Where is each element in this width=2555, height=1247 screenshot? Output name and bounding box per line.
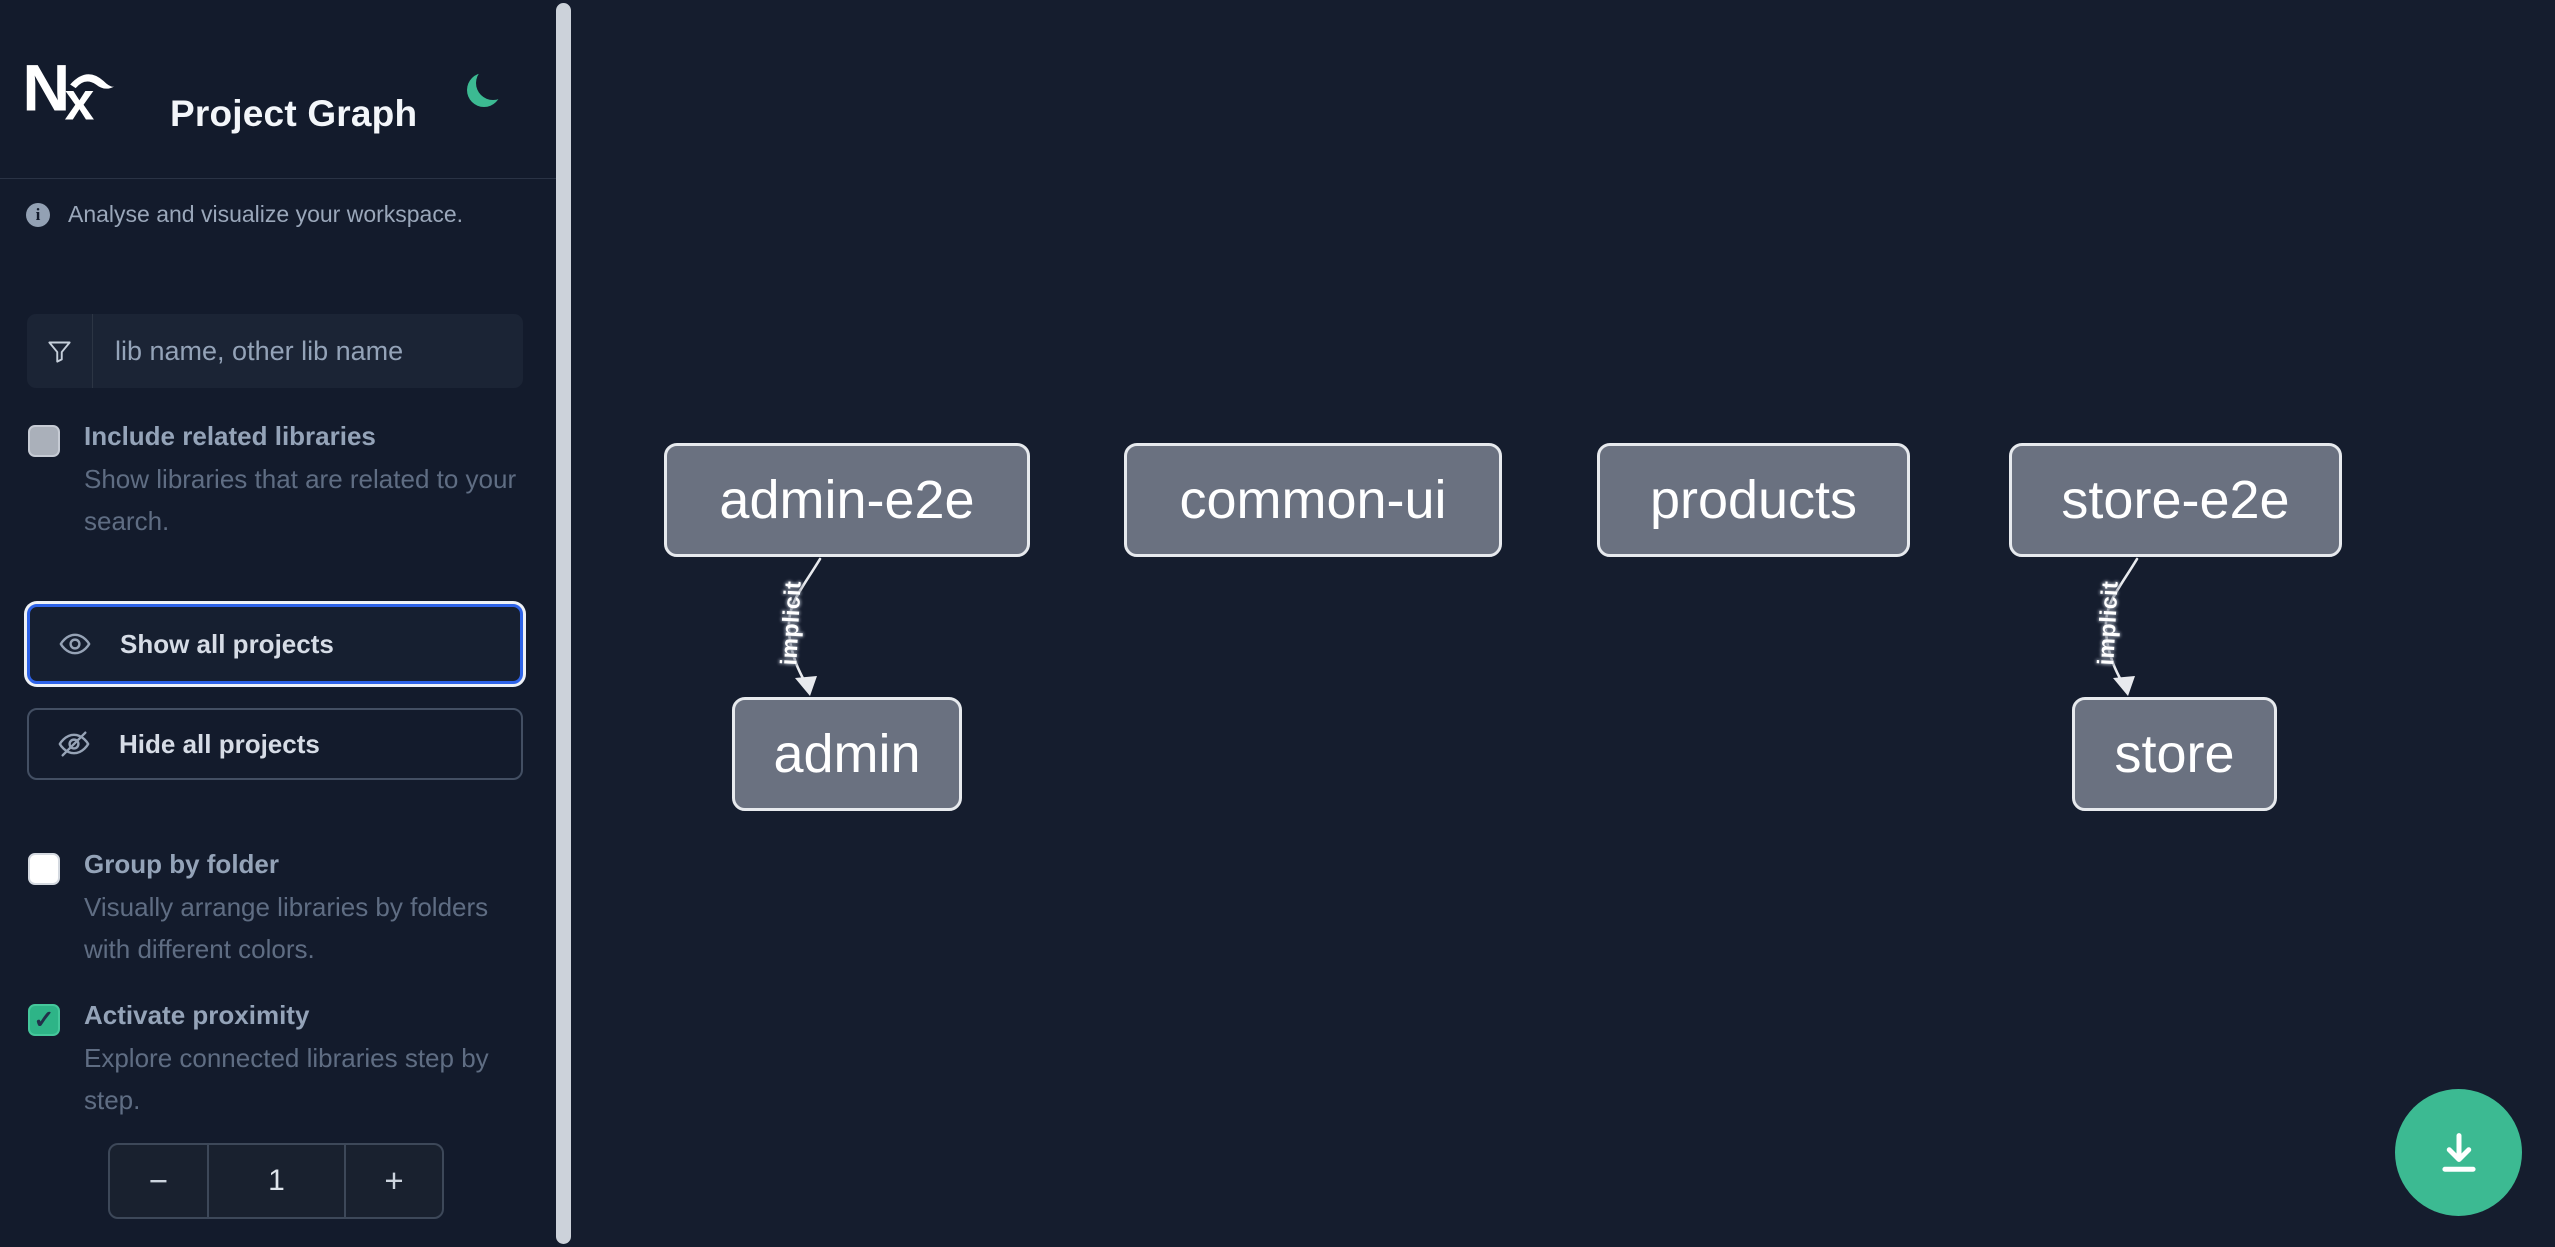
edge-label-implicit: implicit <box>2092 580 2123 666</box>
option-desc-group-by-folder: Visually arrange libraries by folders wi… <box>84 892 489 964</box>
option-desc-include-related: Show libraries that are related to your … <box>84 464 517 536</box>
edge-label-implicit: implicit <box>775 580 806 666</box>
option-label-include-related: Include related libraries <box>84 421 376 451</box>
info-text: Analyse and visualize your workspace. <box>68 201 464 227</box>
graph-node-admin[interactable]: admin <box>732 697 962 811</box>
workspace-info: i Analyse and visualize your workspace. <box>26 201 463 228</box>
checkbox-include-related-libraries[interactable] <box>28 425 60 457</box>
graph-node-products[interactable]: products <box>1597 443 1910 557</box>
graph-node-store[interactable]: store <box>2072 697 2277 811</box>
checkmark-icon: ✓ <box>33 1006 55 1034</box>
proximity-depth-stepper: − 1 + <box>108 1143 444 1219</box>
hide-all-projects-button[interactable]: Hide all projects <box>27 708 523 780</box>
stepper-value[interactable]: 1 <box>268 1164 285 1197</box>
sidebar-header: N x Project Graph <box>0 0 557 179</box>
theme-toggle-button[interactable] <box>458 62 510 114</box>
nx-logo-icon: N x <box>22 51 115 131</box>
show-all-projects-button[interactable]: Show all projects <box>27 604 523 684</box>
eye-icon <box>58 627 92 661</box>
graph-node-store-e2e[interactable]: store-e2e <box>2009 443 2342 557</box>
checkbox-activate-proximity[interactable]: ✓ <box>28 1004 60 1036</box>
option-label-activate-proximity: Activate proximity <box>84 1000 310 1030</box>
option-desc-activate-proximity: Explore connected libraries step by step… <box>84 1043 489 1115</box>
svg-text:N: N <box>26 56 70 124</box>
decrement-button[interactable]: − <box>110 1145 209 1217</box>
checkbox-group-by-folder[interactable] <box>28 853 60 885</box>
sidebar-scrollbar[interactable] <box>556 3 571 1244</box>
filter-funnel-icon <box>27 314 93 388</box>
page-title: Project Graph <box>170 92 418 134</box>
hide-all-projects-label: Hide all projects <box>119 728 320 759</box>
header-divider <box>0 178 557 179</box>
eye-off-icon <box>57 727 91 761</box>
search-box <box>27 314 523 388</box>
sidebar: N x Project Graph i Analyse and visualiz… <box>0 0 557 1247</box>
graph-node-common-ui[interactable]: common-ui <box>1124 443 1502 557</box>
graph-node-admin-e2e[interactable]: admin-e2e <box>664 443 1030 557</box>
download-icon <box>2441 1132 2476 1172</box>
nx-logo[interactable]: N x <box>22 51 118 131</box>
moon-icon <box>476 66 510 100</box>
graph-canvas[interactable] <box>571 0 2555 1247</box>
search-input[interactable] <box>93 314 523 388</box>
show-all-projects-label: Show all projects <box>120 628 334 659</box>
option-label-group-by-folder: Group by folder <box>84 849 279 879</box>
info-icon: i <box>26 202 50 227</box>
download-graph-button[interactable] <box>2395 1089 2522 1216</box>
increment-button[interactable]: + <box>344 1145 442 1217</box>
